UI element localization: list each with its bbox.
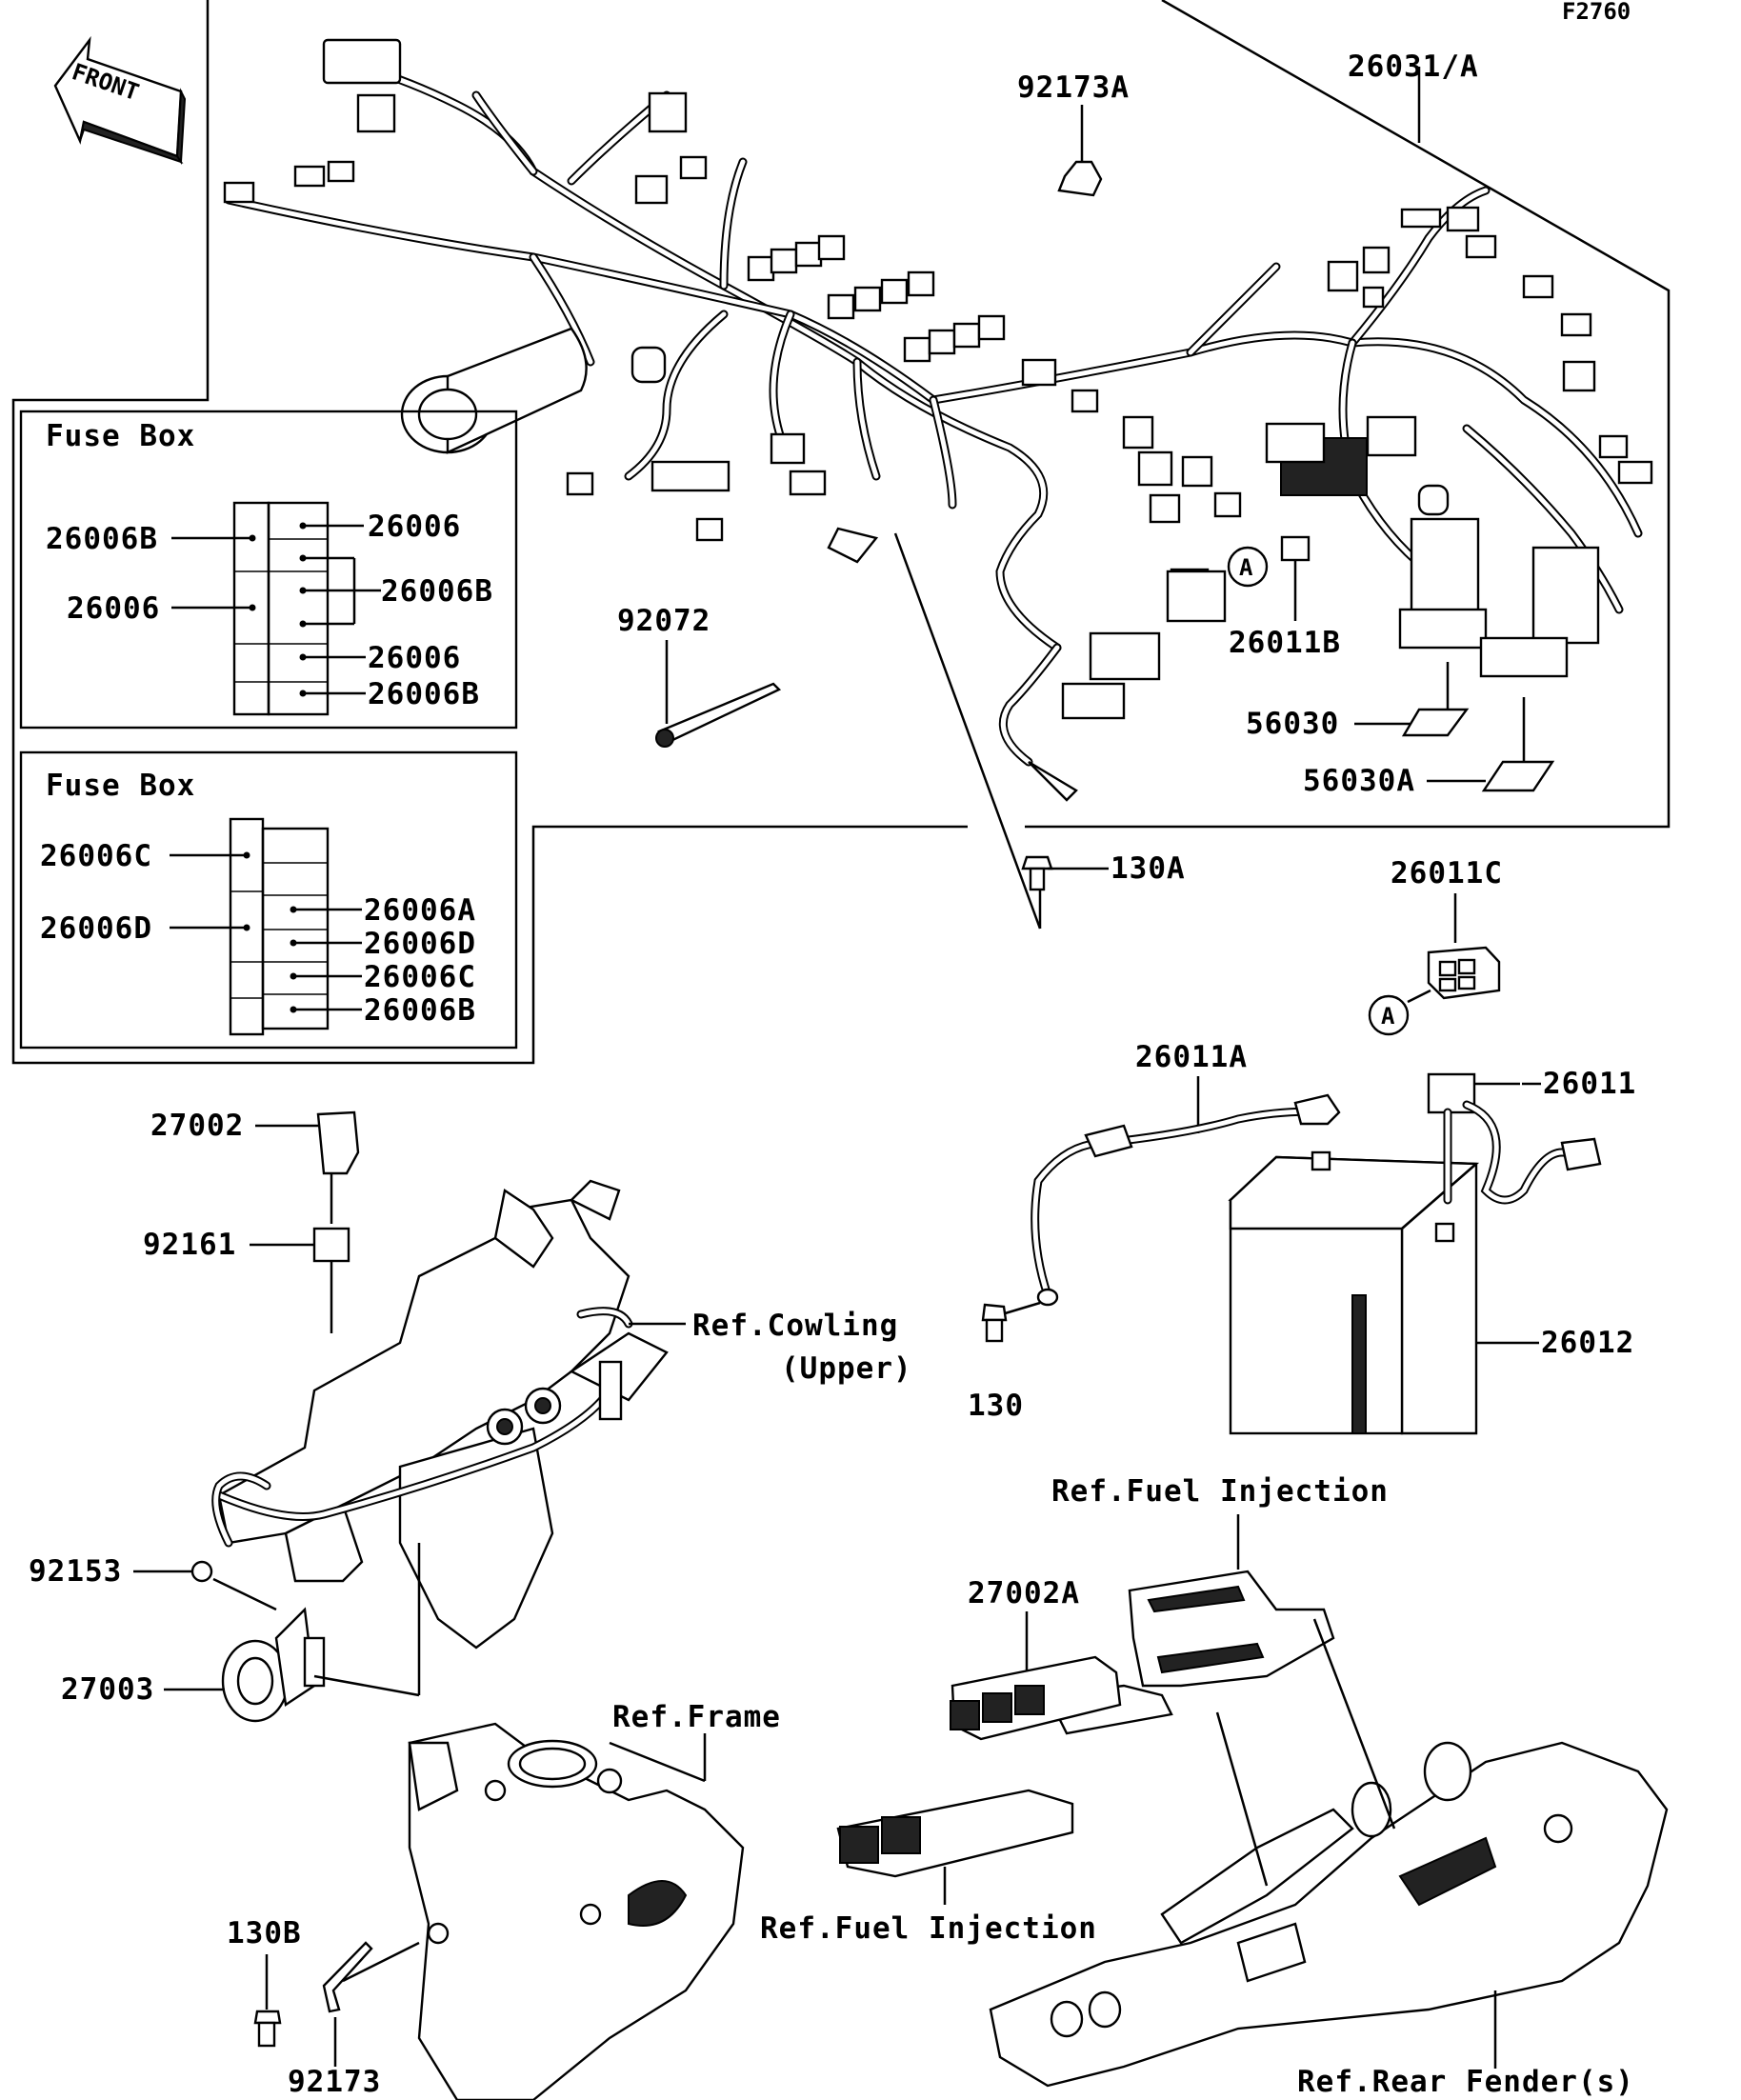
fuse-box-1-right-label-2: 26006 <box>368 641 461 675</box>
fuse-box-2-left-label-0: 26006C <box>40 839 152 873</box>
bolt-130A: 130A <box>893 532 1186 930</box>
figure-code: F2760 <box>1562 0 1631 25</box>
cable-26011: 26011 <box>1427 1067 1636 1205</box>
frame-reference: Ref.Frame <box>408 1700 781 2100</box>
fuse-box-2-right-label-2: 26006C <box>364 960 476 994</box>
callout-a-lower: A <box>1381 1003 1395 1030</box>
ref-frame: Ref.Frame <box>612 1700 781 1734</box>
fuse-box-2-right-label-3: 26006B <box>364 993 476 1028</box>
clip-92173A: 92173A <box>1017 70 1130 197</box>
fuse-box-1-left-label-0: 26006B <box>46 522 158 556</box>
label-26031A: 26031/A <box>1348 50 1479 84</box>
label-27002A: 27002A <box>968 1576 1080 1610</box>
fuel-injection-reference-bottom: Ref.Fuel Injection <box>760 1789 1097 1946</box>
callout-a-upper: A <box>1239 554 1253 581</box>
ref-rear-fender: Ref.Rear Fender(s) <box>1297 2065 1634 2099</box>
label-92173: 92173 <box>288 2065 381 2099</box>
label-26011B: 26011B <box>1229 626 1341 660</box>
cowling-bracket: Ref.Cowling (Upper) <box>211 1179 912 1695</box>
fuse-box-1-right-label-0: 26006 <box>368 510 461 544</box>
label-pads-56030: 56030 56030A <box>1246 662 1555 798</box>
cable-26011A: 26011A 130 <box>968 1040 1341 1423</box>
fuse-box-2-left-label-1: 26006D <box>40 911 152 946</box>
ref-fuel-injection-bottom: Ref.Fuel Injection <box>760 1911 1097 1946</box>
fuse-box-1-right-label-1: 26006B <box>381 574 493 609</box>
fuse-box-2-title: Fuse Box <box>46 769 195 803</box>
connector-26011C: 26011C A <box>1368 856 1503 1036</box>
fuse-box-2-right-label-0: 26006A <box>364 893 476 928</box>
fuse-box-1: Fuse Box 26006B 26006 26006 <box>19 410 518 730</box>
label-27003: 27003 <box>61 1672 154 1707</box>
fuse-box-1-right-label-3: 26006B <box>368 677 480 711</box>
fuse-box-1-title: Fuse Box <box>46 419 195 453</box>
label-92153: 92153 <box>29 1554 122 1589</box>
fuse-box-1-left-label-1: 26006 <box>67 591 160 626</box>
ref-cowling-line2: (Upper) <box>781 1351 912 1386</box>
label-26012: 26012 <box>1541 1326 1634 1360</box>
front-arrow-icon: FRONT <box>53 35 187 166</box>
bolt-130B-clip-92173: 130B 92173 <box>227 1916 420 2099</box>
ref-fuel-injection-top: Ref.Fuel Injection <box>1051 1474 1389 1509</box>
label-92072: 92072 <box>617 604 710 638</box>
label-130B: 130B <box>227 1916 302 1950</box>
horn-27003: 92153 27003 <box>29 1554 420 1723</box>
connector-26011B: A 26011B <box>1166 535 1341 660</box>
label-56030: 56030 <box>1246 707 1339 741</box>
tie-band-92072: 92072 <box>617 604 782 748</box>
harness-frame-lines <box>11 0 1671 1065</box>
rear-fender-reference: Ref.Rear Fender(s) <box>989 1618 1669 2099</box>
label-92161: 92161 <box>143 1228 236 1262</box>
label-130A: 130A <box>1111 851 1186 886</box>
label-26011: 26011 <box>1543 1067 1636 1101</box>
label-26011C: 26011C <box>1391 856 1503 890</box>
label-26011A: 26011A <box>1135 1040 1248 1074</box>
fuse-box-2: Fuse Box 26006C 26006D 26006A 26006D 260… <box>19 750 518 1050</box>
label-27002: 27002 <box>150 1109 244 1143</box>
label-92173A: 92173A <box>1017 70 1130 105</box>
ref-cowling-line1: Ref.Cowling <box>692 1309 898 1343</box>
label-130: 130 <box>968 1389 1024 1423</box>
fuse-box-2-right-label-1: 26006D <box>364 927 476 961</box>
label-56030A: 56030A <box>1303 764 1415 798</box>
ecu-27002A: 27002A <box>950 1576 1122 1741</box>
battery-26012: 26012 <box>1228 1150 1634 1435</box>
relay-27002: 27002 92161 <box>143 1109 360 1333</box>
